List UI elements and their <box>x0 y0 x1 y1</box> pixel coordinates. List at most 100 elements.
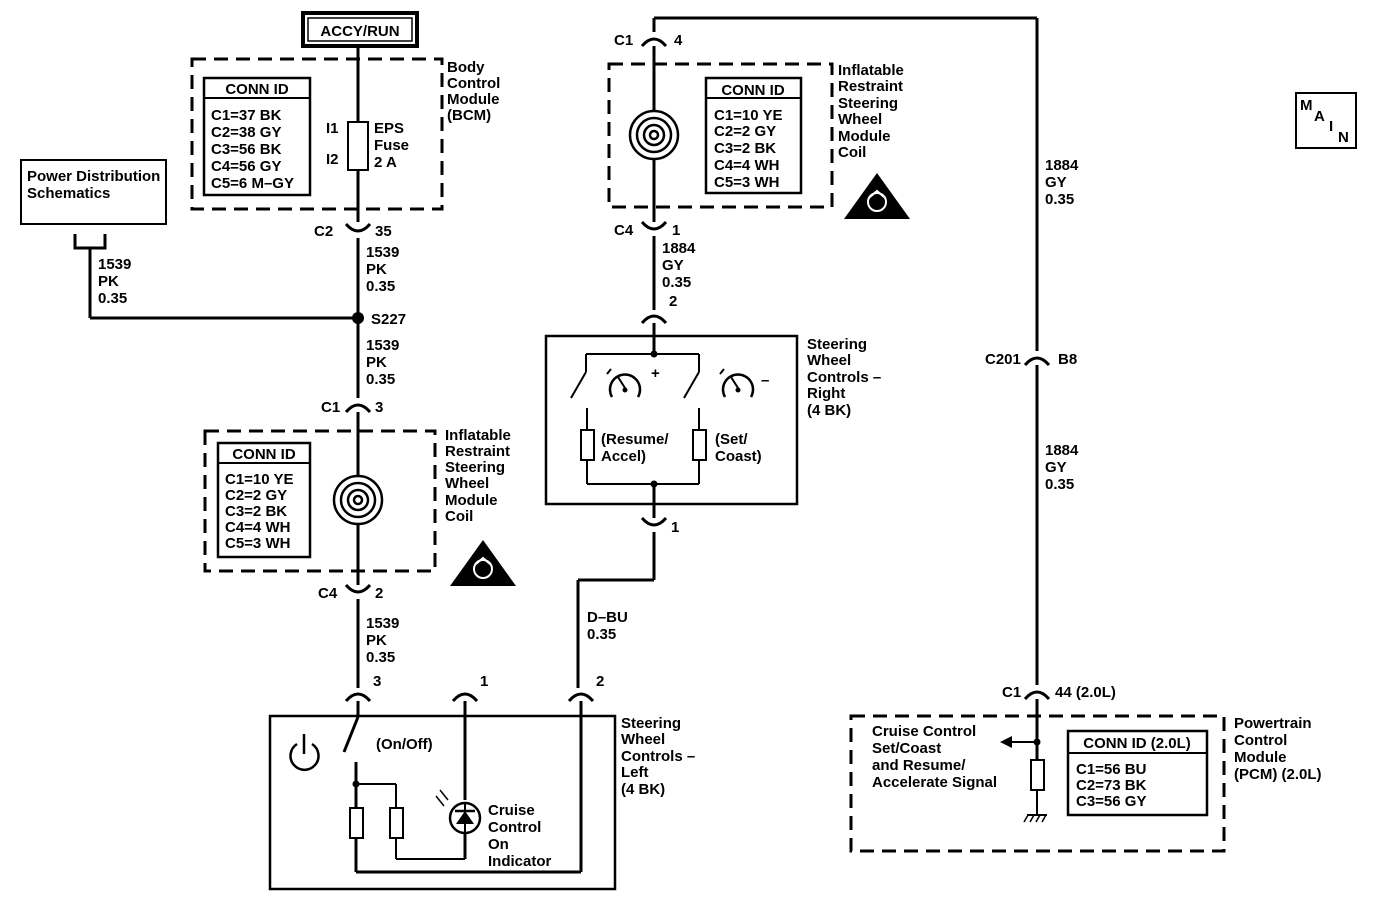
left-controls-name: Steering <box>621 715 681 732</box>
bcm-conn-row: C2=38 GY <box>211 124 281 141</box>
pcm-name-line: (PCM) (2.0L) <box>1234 766 1322 783</box>
connector-name: C2 <box>314 223 333 240</box>
signal-label: Set/Coast <box>872 740 941 757</box>
coil-name-line: Inflatable <box>838 62 904 79</box>
set-label: Coast) <box>715 448 762 465</box>
wire-label: GY <box>1045 174 1067 191</box>
splice-s227 <box>352 312 364 324</box>
main-letter: I <box>1329 118 1333 135</box>
wire-label: 1539 <box>366 244 399 261</box>
connector-pin: B8 <box>1058 351 1077 368</box>
bcm-name-line: Module <box>447 91 500 108</box>
switch-label: (On/Off) <box>376 736 433 753</box>
wire-label: 1539 <box>366 615 399 632</box>
power-source: ACCY/RUN <box>301 11 419 48</box>
wire-label: 1884 <box>1045 442 1079 459</box>
coil-conn-row: C3=2 BK <box>225 503 287 520</box>
left-airbag-coil: CONN ID C1=10 YE C2=2 GY C3=2 BK C4=4 WH… <box>203 427 516 586</box>
fuse-pin-out: I2 <box>326 151 339 168</box>
left-controls-name: Wheel <box>621 731 665 748</box>
pd-line: Schematics <box>27 185 110 202</box>
bcm-name-line: Body <box>447 59 485 76</box>
connector-name: C1 <box>321 399 340 416</box>
airbag-warning-icon <box>450 540 516 586</box>
coil-name-line: Restraint <box>838 78 903 95</box>
wire-label: PK <box>366 632 387 649</box>
right-coil-connector-c4: C4 1 <box>614 220 680 239</box>
wire-label: 0.35 <box>1045 191 1074 208</box>
right-controls-name: (4 BK) <box>807 402 851 419</box>
wire-label: 0.35 <box>98 290 127 307</box>
power-distribution-reference: Power Distribution Schematics <box>20 159 167 250</box>
right-controls-name: Right <box>807 385 845 402</box>
power-icon <box>289 734 320 772</box>
left-coil-connector-c1: C1 3 <box>321 399 383 416</box>
resistor <box>349 807 364 839</box>
right-controls-name: Wheel <box>807 352 851 369</box>
airbag-warning-icon <box>844 173 910 219</box>
coil-name-line: Coil <box>838 144 866 161</box>
main-letter: A <box>1314 108 1325 125</box>
right-controls-name: Controls – <box>807 369 881 386</box>
wire-label: PK <box>366 354 387 371</box>
pcm-conn-row: C3=56 GY <box>1076 793 1146 810</box>
coil-conn-row: C4=4 WH <box>714 157 779 174</box>
connector-pin: 2 <box>596 673 604 690</box>
fuse-label-line: 2 A <box>374 154 397 171</box>
main-badge[interactable]: M A I N <box>1295 92 1357 149</box>
connector-pin: 2 <box>375 585 383 602</box>
wire-label: 0.35 <box>366 371 395 388</box>
coil-conn-row: C1=10 YE <box>225 471 294 488</box>
indicator-line: Cruise <box>488 802 535 819</box>
wire-label: 1884 <box>1045 157 1079 174</box>
connector-pin: 3 <box>373 673 381 690</box>
coil-name-line: Steering <box>838 95 898 112</box>
wire-label: PK <box>366 261 387 278</box>
main-letter: N <box>1338 129 1349 146</box>
signal-label: and Resume/ <box>872 757 966 774</box>
set-label: (Set/ <box>715 431 748 448</box>
coil-name-line: Wheel <box>445 475 489 492</box>
minus-sign: – <box>761 372 769 389</box>
clockspring-icon <box>628 109 680 161</box>
wire-label: 0.35 <box>366 278 395 295</box>
coil-name-line: Restraint <box>445 443 510 460</box>
left-coil-connector-c4: C4 2 <box>318 583 383 602</box>
wire-label: GY <box>662 257 684 274</box>
power-source-label: ACCY/RUN <box>320 23 399 40</box>
right-controls-name: Steering <box>807 336 867 353</box>
wire-label: D–BU <box>587 609 628 626</box>
coil-name-line: Module <box>838 128 891 145</box>
main-letter: M <box>1300 97 1313 114</box>
wire-label: 1539 <box>98 256 131 273</box>
wire-label: GY <box>1045 459 1067 476</box>
connector-pin: 35 <box>375 223 392 240</box>
connector-pin: 1 <box>671 519 679 536</box>
eps-fuse <box>347 121 369 171</box>
coil-conn-row: C2=2 GY <box>225 487 287 504</box>
coil-name-line: Coil <box>445 508 473 525</box>
indicator-line: On <box>488 836 509 853</box>
splice-name: S227 <box>371 311 406 328</box>
pcm-conn-title: CONN ID (2.0L) <box>1083 735 1191 752</box>
right-airbag-coil: CONN ID C1=10 YE C2=2 GY C3=2 BK C4=4 WH… <box>607 62 910 219</box>
bcm-name-line: (BCM) <box>447 107 491 124</box>
wire-label: PK <box>98 273 119 290</box>
indicator-line: Indicator <box>488 853 552 870</box>
body-control-module: CONN ID C1=37 BK C2=38 GY C3=56 BK C4=56… <box>190 57 500 211</box>
bcm-conn-row: C3=56 BK <box>211 141 282 158</box>
connector-name: C4 <box>318 585 338 602</box>
coil-conn-row: C3=2 BK <box>714 140 776 157</box>
coil-conn-row: C2=2 GY <box>714 123 776 140</box>
connector-pin: 44 (2.0L) <box>1055 684 1116 701</box>
indicator-line: Control <box>488 819 541 836</box>
pcm-conn-row: C1=56 BU <box>1076 761 1146 778</box>
left-controls-name: (4 BK) <box>621 781 665 798</box>
inline-connector-c201: C201 B8 <box>985 351 1077 368</box>
wire-label: 0.35 <box>587 626 616 643</box>
connector-pin: 4 <box>674 32 683 49</box>
speed-increase-icon <box>606 368 642 398</box>
clockspring-icon <box>332 474 384 526</box>
pcm-name-line: Module <box>1234 749 1287 766</box>
